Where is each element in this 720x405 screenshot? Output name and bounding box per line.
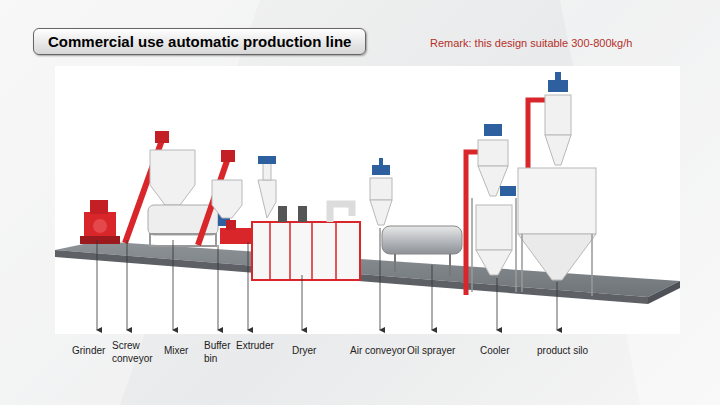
part-label: Oil sprayer — [407, 344, 455, 357]
part-label: Mixer — [164, 344, 188, 357]
part-label: Extruder — [236, 339, 274, 352]
part-label: Cooler — [480, 344, 509, 357]
title-text: Commercial use automatic production line — [48, 33, 351, 50]
leader-lines — [97, 228, 557, 330]
title-box: Commercial use automatic production line — [33, 28, 366, 55]
part-label: Grinder — [72, 344, 105, 357]
part-label: Air conveyor — [350, 344, 406, 357]
remark-note: Remark: this design suitable 300-800kg/h — [430, 37, 632, 49]
part-label: Buffer bin — [204, 339, 234, 365]
part-label: Dryer — [292, 344, 316, 357]
part-label: Screw conveyor — [112, 339, 160, 365]
part-label: product silo — [537, 344, 588, 357]
